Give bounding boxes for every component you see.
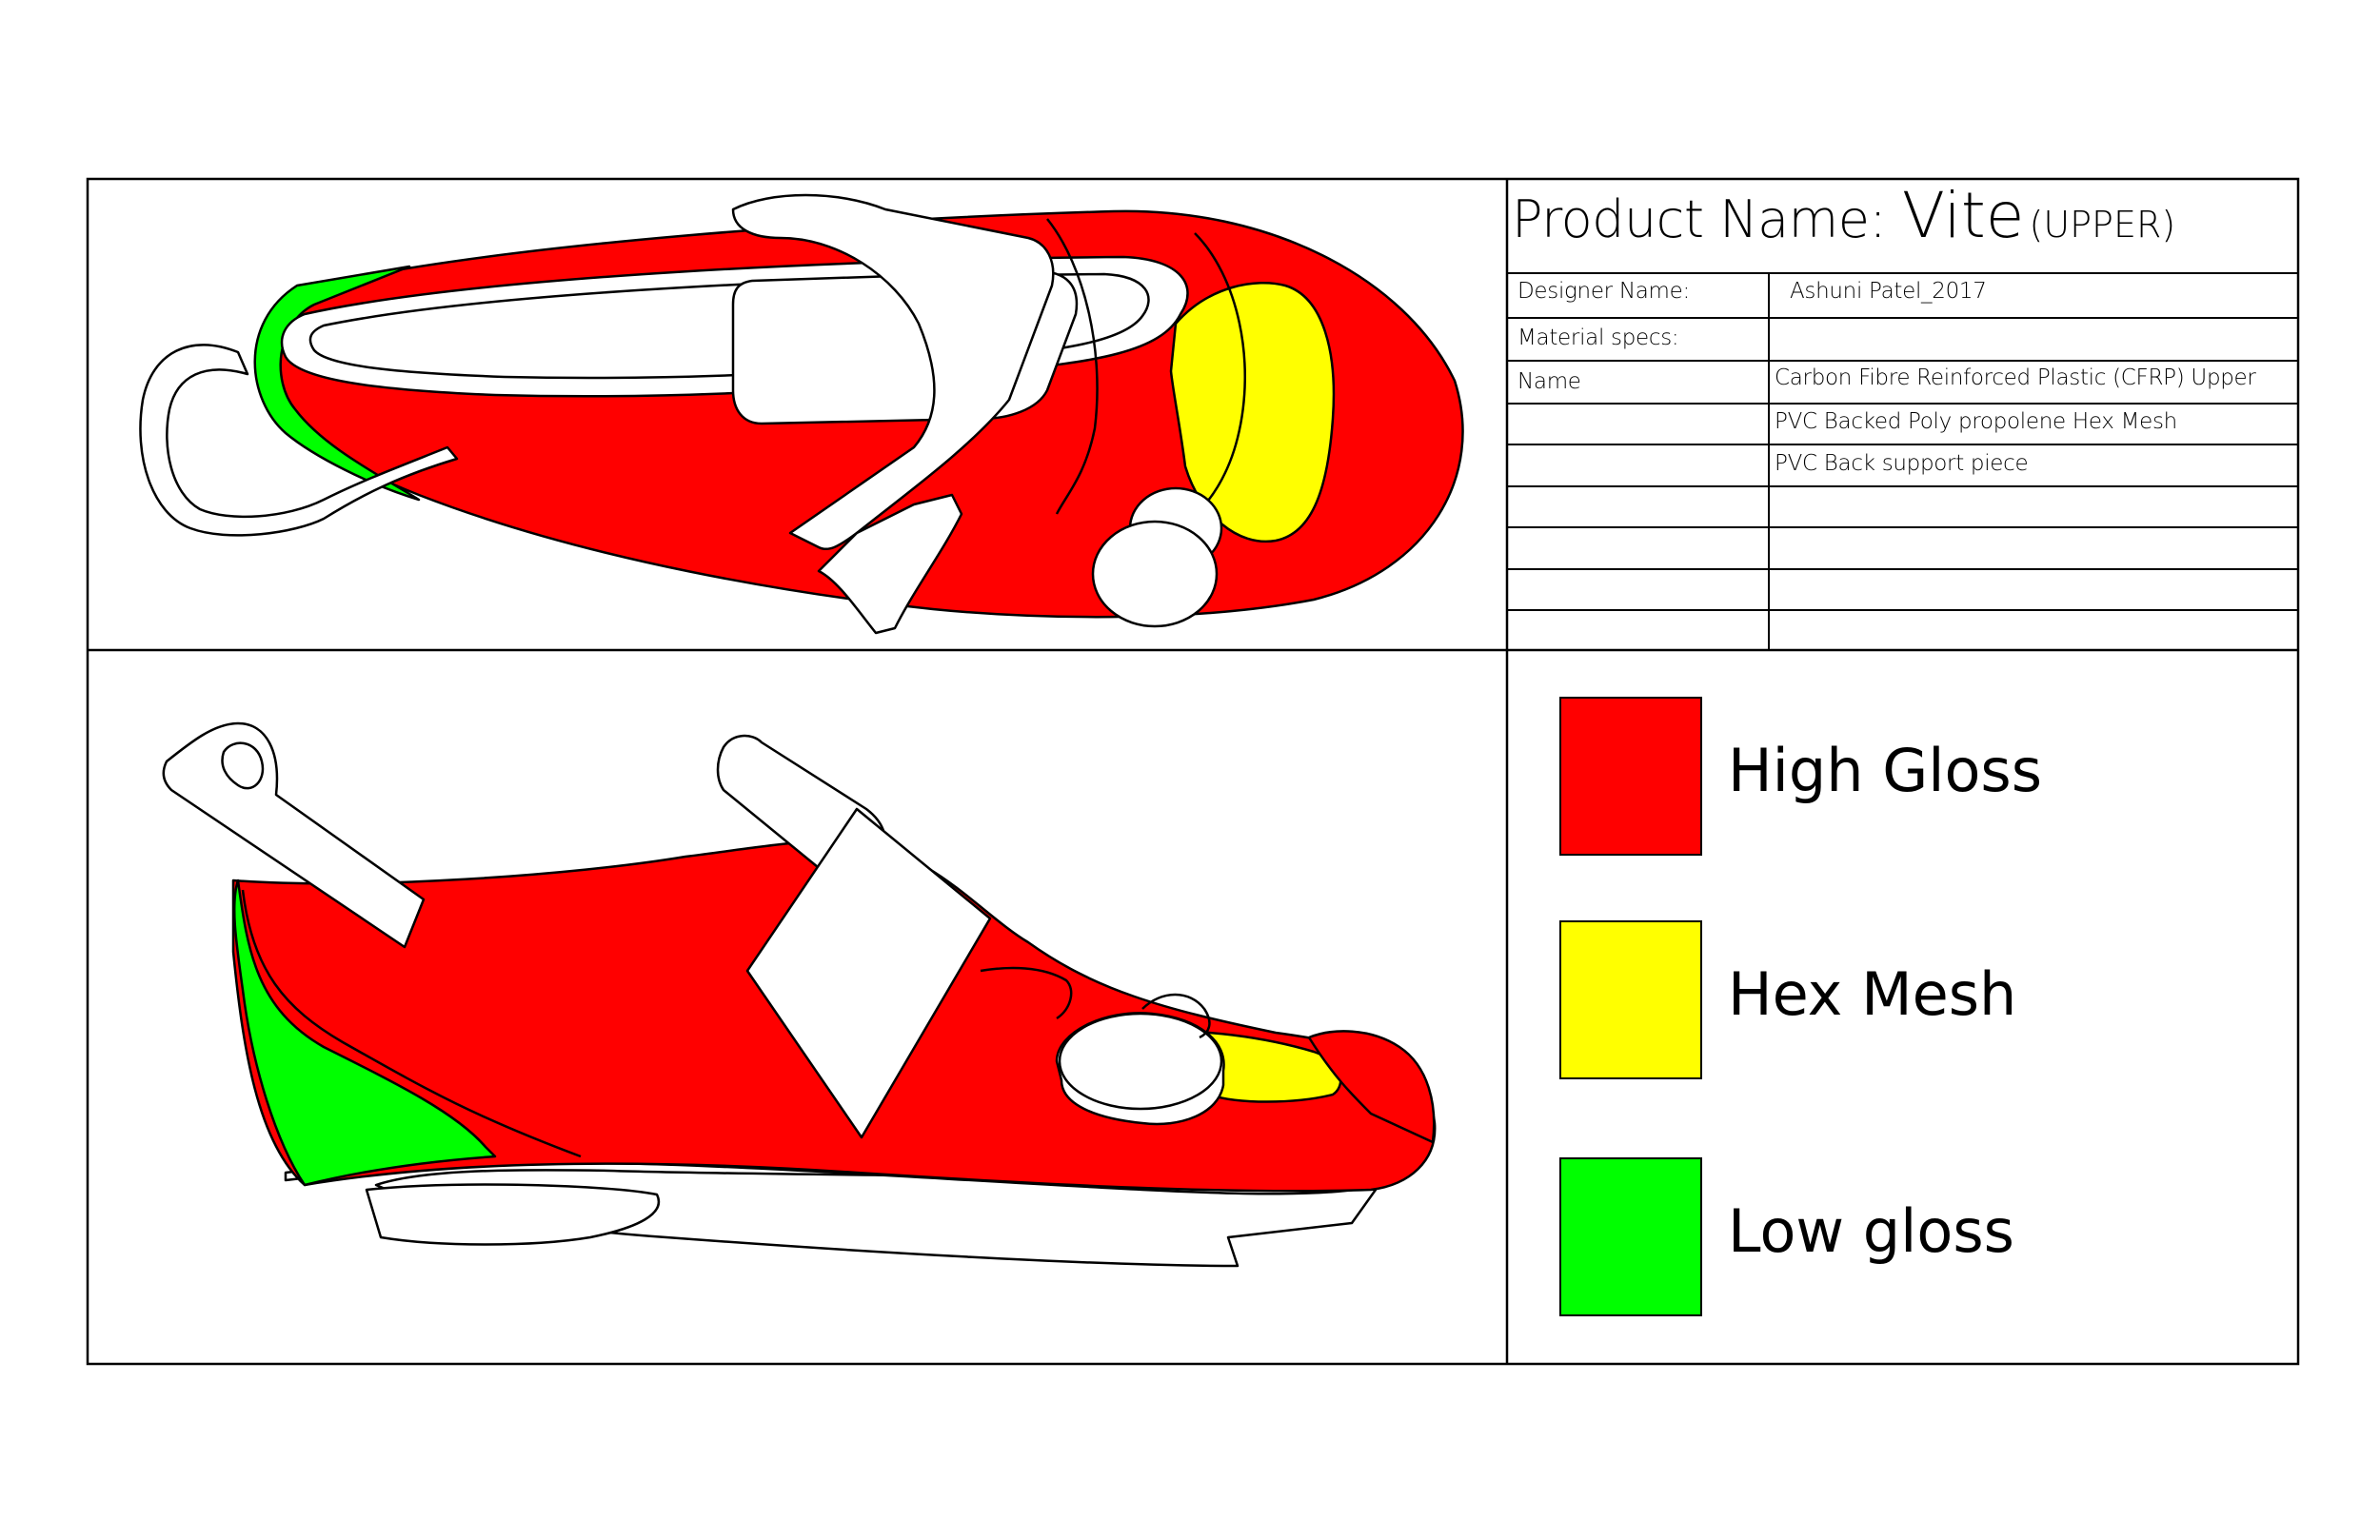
name-column-label: Name — [1517, 369, 1581, 394]
sheet-frame — [86, 177, 2300, 1366]
top-front-strap — [817, 493, 963, 635]
material-item-2: PVC Backed Poly propolene Hex Mesh — [1775, 409, 2177, 434]
side-velcro-strap-front — [745, 807, 992, 1139]
side-dial-knob — [1055, 1012, 1225, 1126]
side-lace-wire-2 — [1141, 993, 1211, 1039]
legend-label-high-gloss: High Gloss — [1728, 736, 2043, 805]
product-section: (UPPER) — [2029, 204, 2176, 246]
material-specs-label: Material specs: — [1517, 326, 1679, 350]
side-heel-seam — [241, 889, 582, 1158]
side-lace-wire-1 — [980, 966, 1073, 1020]
side-heel-pull-tab-hole — [221, 741, 265, 790]
material-item-1: Carbon Fibre Reinforced Plastic (CFRP) U… — [1775, 365, 2256, 390]
designer-name-value: Ashuni Patel_2017 — [1790, 279, 1987, 304]
legend-swatch-high-gloss — [1559, 697, 1702, 856]
side-heel-pull-tab — [162, 721, 426, 949]
legend-swatch-low-gloss — [1559, 1157, 1702, 1316]
legend-swatch-hex-mesh — [1559, 920, 1702, 1079]
material-item-3: PVC Back support piece — [1775, 451, 2029, 476]
designer-name-label: Designer Name: — [1517, 279, 1690, 304]
legend-label-low-gloss: Low gloss — [1728, 1196, 2014, 1266]
product-name-label: Product Name: — [1512, 189, 1902, 249]
top-heel-low-gloss — [253, 265, 421, 502]
side-toe-cap — [1307, 1030, 1436, 1144]
legend-label-hex-mesh: Hex Mesh — [1728, 959, 2017, 1029]
shoe-top-view — [139, 193, 1464, 635]
product-title: Product Name: Vite (UPPER) — [1512, 179, 2175, 252]
top-heel-loop — [139, 344, 459, 537]
side-heel-low-gloss — [232, 879, 497, 1187]
shoe-side-view — [162, 721, 1437, 1268]
top-velcro-strap — [731, 193, 1055, 551]
spec-table-grid — [1507, 272, 2298, 650]
product-name-value: Vite — [1901, 179, 2025, 252]
top-mesh-hex — [1169, 282, 1336, 543]
top-dial-knob — [1091, 486, 1223, 628]
top-lace-wire-1 — [1046, 218, 1099, 515]
top-lace-wire-2 — [1189, 232, 1246, 520]
side-sole-cleat-heel — [365, 1183, 661, 1246]
